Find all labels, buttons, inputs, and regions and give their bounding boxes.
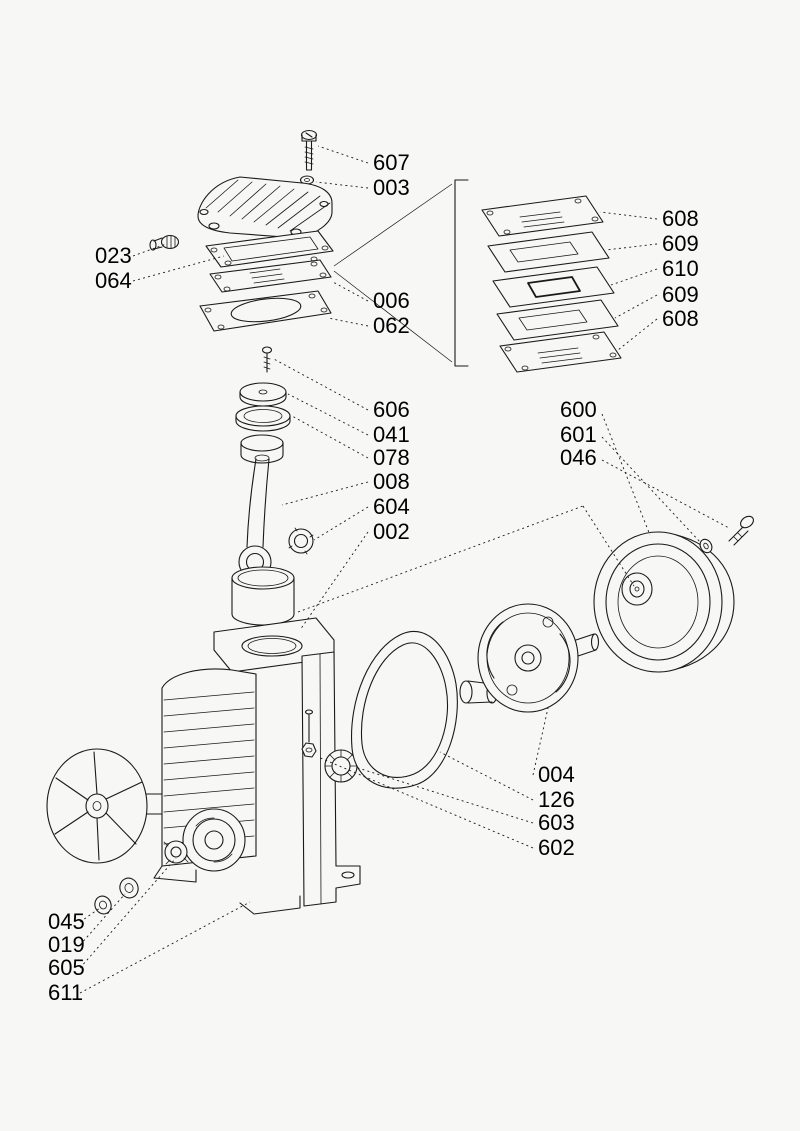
part-label-603: 603 <box>538 810 575 835</box>
washer-601-drawing <box>699 538 713 554</box>
part-label-611: 611 <box>48 980 83 1005</box>
pulley-600-drawing <box>593 531 735 673</box>
part-label-602: 602 <box>538 835 575 860</box>
bearing-603-drawing <box>324 749 358 783</box>
piston-rod-008-drawing <box>238 434 284 579</box>
part-label-607: 607 <box>373 150 410 175</box>
part-label-019: 019 <box>48 932 85 957</box>
valve-plate-006-drawing <box>209 259 332 293</box>
part-label-126: 126 <box>538 787 575 812</box>
part-label-078: 078 <box>373 445 410 470</box>
part-label-600: 600 <box>560 397 597 422</box>
part-label-601: 601 <box>560 422 597 447</box>
plug-023-drawing <box>149 234 180 251</box>
crankshaft-004-drawing <box>459 603 600 713</box>
detail-bracket <box>333 179 469 367</box>
part-label-023: 023 <box>95 243 132 268</box>
part-label-008: 008 <box>373 469 410 494</box>
disc-078-drawing <box>235 405 291 432</box>
screw-607-drawing <box>300 129 318 171</box>
cylinder-head-drawing <box>197 176 333 239</box>
part-label-046: 046 <box>560 445 597 470</box>
bearing-604-drawing <box>288 527 314 555</box>
part-label-604: 604 <box>373 494 410 519</box>
leader-lines <box>79 145 730 994</box>
part-label-606: 606 <box>373 397 410 422</box>
part-label-002: 002 <box>373 519 410 544</box>
part-label-003: 003 <box>373 175 410 200</box>
cooling-fan-drawing <box>46 748 148 864</box>
part-label-608-bottom: 608 <box>662 306 699 331</box>
washer-019-drawing <box>119 877 139 899</box>
part-labels: 607 003 023 064 006 062 608 609 610 609 … <box>48 150 699 1005</box>
screw-046-drawing <box>728 515 754 546</box>
belt-126-drawing <box>350 631 458 789</box>
gasket-062-drawing <box>199 290 332 332</box>
valve-plate-stack-drawing <box>481 195 622 373</box>
part-label-004: 004 <box>538 762 575 787</box>
part-label-045: 045 <box>48 909 85 934</box>
part-label-064: 064 <box>95 268 132 293</box>
part-label-062: 062 <box>373 313 410 338</box>
part-label-006: 006 <box>373 288 410 313</box>
cylinder-sleeve-drawing <box>231 566 295 626</box>
valve-disc-041-drawing <box>239 382 287 407</box>
washer-045-drawing <box>94 895 112 915</box>
part-label-610: 610 <box>662 256 699 281</box>
part-label-608-top: 608 <box>662 206 699 231</box>
part-label-609-top: 609 <box>662 231 699 256</box>
part-label-041: 041 <box>373 422 410 447</box>
screw-606-drawing <box>261 346 273 373</box>
part-label-609-bottom: 609 <box>662 282 699 307</box>
part-label-605: 605 <box>48 955 85 980</box>
nut-602-drawing <box>301 709 317 758</box>
